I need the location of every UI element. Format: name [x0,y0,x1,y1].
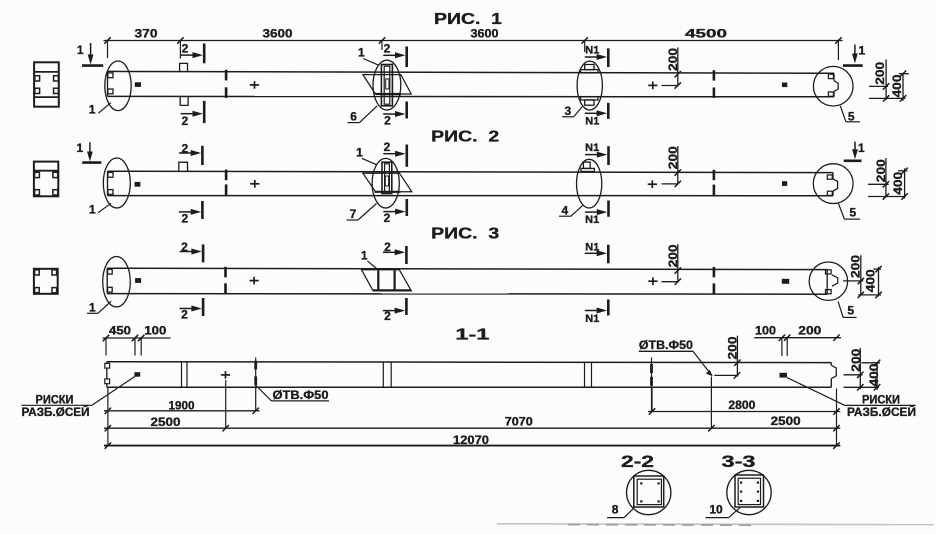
svg-text:5: 5 [847,304,854,318]
svg-text:2: 2 [384,211,391,225]
svg-text:1: 1 [858,141,865,155]
svg-text:5: 5 [848,110,855,124]
svg-text:400: 400 [864,269,878,292]
svg-text:2: 2 [181,211,188,225]
svg-text:1: 1 [89,103,96,117]
svg-text:1: 1 [358,46,365,60]
svg-text:РИС. 2: РИС. 2 [431,129,499,146]
svg-text:2500: 2500 [151,415,181,429]
svg-text:2-2: 2-2 [621,452,654,471]
svg-text:2800: 2800 [728,398,755,412]
svg-text:450: 450 [109,324,131,338]
svg-text:2: 2 [182,42,189,56]
svg-text:100: 100 [144,324,166,338]
svg-text:1: 1 [77,43,84,57]
svg-text:7070: 7070 [505,415,533,429]
svg-text:РАЗБ.ØСЕЙ: РАЗБ.ØСЕЙ [22,404,90,419]
svg-text:200: 200 [849,255,863,278]
svg-text:10: 10 [709,503,723,517]
svg-text:200: 200 [874,159,888,182]
svg-text:12070: 12070 [453,433,489,447]
svg-text:N1: N1 [585,241,599,253]
svg-text:2: 2 [384,41,391,55]
svg-text:1-1: 1-1 [455,327,489,344]
svg-text:ØТВ.Ф50: ØТВ.Ф50 [639,338,693,352]
svg-text:3: 3 [564,104,571,118]
svg-text:400: 400 [890,74,904,97]
svg-text:РАЗБ.ØСЕЙ: РАЗБ.ØСЕЙ [847,404,916,419]
svg-text:3600: 3600 [263,27,293,41]
svg-text:N1: N1 [585,115,599,127]
svg-text:200: 200 [666,48,680,71]
svg-text:2: 2 [384,113,391,127]
svg-text:370: 370 [135,27,158,41]
svg-text:7: 7 [350,207,357,221]
svg-text:1: 1 [356,145,363,159]
svg-text:РИСКИ: РИСКИ [862,392,900,406]
svg-text:200: 200 [726,336,740,359]
svg-text:РИС. 1: РИС. 1 [434,11,502,28]
svg-text:3600: 3600 [471,27,499,41]
svg-text:200: 200 [849,348,863,371]
svg-text:200: 200 [666,244,680,267]
svg-text:2: 2 [181,308,188,322]
svg-text:6: 6 [350,110,357,124]
svg-text:3-3: 3-3 [722,452,756,471]
svg-text:N1: N1 [585,45,599,57]
svg-text:ØТВ.Ф50: ØТВ.Ф50 [273,388,329,402]
svg-text:N1: N1 [585,313,599,325]
svg-text:2: 2 [181,240,188,254]
svg-text:200: 200 [873,61,887,84]
svg-text:1: 1 [858,43,865,57]
svg-text:5: 5 [849,206,856,220]
svg-text:400: 400 [867,363,881,386]
svg-text:200: 200 [666,146,680,169]
svg-text:1: 1 [89,202,96,216]
svg-text:400: 400 [891,171,905,194]
svg-text:2: 2 [384,309,391,323]
svg-text:N1: N1 [585,214,599,226]
svg-text:8: 8 [612,503,619,517]
svg-text:1900: 1900 [169,398,195,412]
svg-text:4: 4 [561,203,568,217]
svg-text:РИСКИ: РИСКИ [36,392,74,406]
svg-text:1: 1 [89,300,96,314]
svg-text:2: 2 [384,140,391,154]
svg-text:200: 200 [798,324,821,338]
svg-text:2500: 2500 [771,414,801,428]
svg-text:1: 1 [76,141,83,155]
svg-text:2: 2 [181,114,188,128]
svg-text:N1: N1 [585,142,599,154]
svg-text:РИС. 3: РИС. 3 [431,225,499,242]
svg-text:100: 100 [755,323,776,337]
svg-text:2: 2 [181,141,188,155]
svg-text:1: 1 [361,249,368,263]
svg-text:2: 2 [384,240,391,254]
svg-text:4500: 4500 [685,27,728,41]
